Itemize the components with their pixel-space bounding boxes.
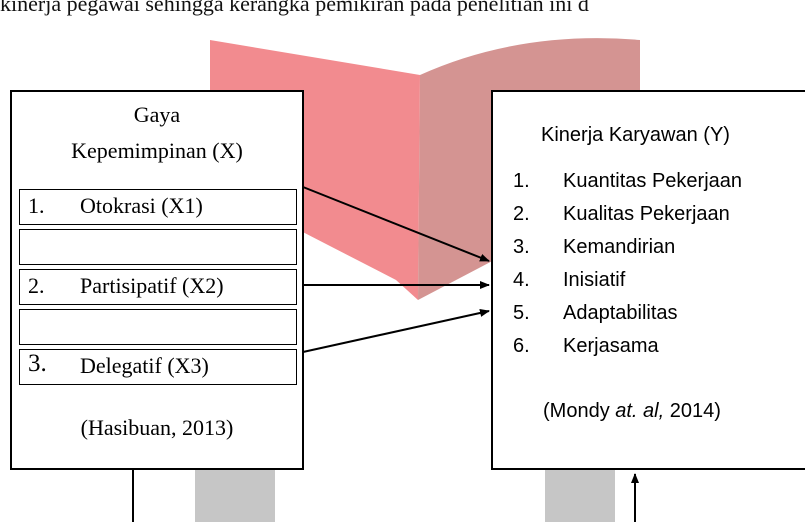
left-item-3: 3. Delegatif (X3) bbox=[19, 349, 297, 385]
watermark-gray-base-left bbox=[195, 470, 275, 522]
left-item-2: 2. Partisipatif (X2) bbox=[19, 269, 297, 305]
right-item-1-label: Kuantitas Pekerjaan bbox=[563, 170, 743, 192]
right-item-3-label: Kemandirian bbox=[563, 236, 676, 258]
left-item-2-number: 2. bbox=[28, 273, 45, 298]
right-item-6-label: Kerjasama bbox=[563, 335, 659, 357]
left-item-3-number: 3. bbox=[28, 350, 47, 377]
left-item-2-label: Partisipatif (X2) bbox=[80, 273, 224, 298]
right-item-1-number: 1. bbox=[513, 170, 530, 192]
right-item-1: 1. Kuantitas Pekerjaan bbox=[513, 170, 742, 193]
left-item-1-label: Otokrasi (X1) bbox=[80, 193, 203, 218]
left-item-1-number: 1. bbox=[28, 193, 45, 218]
right-item-4-label: Inisiatif bbox=[563, 269, 626, 291]
employee-performance-box: Kinerja Karyawan (Y) 1. Kuantitas Pekerja… bbox=[491, 90, 805, 470]
right-item-5: 5. Adaptabilitas bbox=[513, 302, 678, 325]
right-item-2-label: Kualitas Pekerjaan bbox=[563, 203, 730, 225]
right-citation-etal: at. al, bbox=[615, 400, 665, 422]
right-item-3-number: 3. bbox=[513, 236, 530, 258]
left-box-citation: (Hasibuan, 2013) bbox=[80, 415, 234, 440]
left-box-title-line2: Kepemimpinan (X) bbox=[71, 138, 243, 163]
arrow-x1-to-y bbox=[302, 186, 490, 262]
left-item-3-label: Delegatif (X3) bbox=[80, 353, 209, 378]
left-empty-row-1 bbox=[19, 229, 297, 265]
right-item-2-number: 2. bbox=[513, 203, 530, 225]
arrow-x3-to-y bbox=[302, 309, 490, 353]
right-citation-author: (Mondy bbox=[543, 400, 616, 422]
leadership-style-box: Gaya Kepemimpinan (X) 1. Otokrasi (X1) 2… bbox=[10, 90, 304, 470]
right-item-2: 2. Kualitas Pekerjaan bbox=[513, 203, 730, 226]
left-empty-row-2 bbox=[19, 309, 297, 345]
right-item-4-number: 4. bbox=[513, 269, 530, 291]
right-item-4: 4. Inisiatif bbox=[513, 269, 625, 292]
right-item-5-label: Adaptabilitas bbox=[563, 302, 678, 324]
right-box-title: Kinerja Karyawan (Y) bbox=[541, 124, 730, 146]
right-item-5-number: 5. bbox=[513, 302, 530, 324]
right-citation-year: 2014) bbox=[664, 400, 721, 422]
right-item-6-number: 6. bbox=[513, 335, 530, 357]
right-item-3: 3. Kemandirian bbox=[513, 236, 675, 259]
right-box-citation: (Mondy at. al, 2014) bbox=[543, 400, 721, 423]
header-text: kinerja pegawai sehingga kerangka pemiki… bbox=[0, 0, 589, 16]
watermark-gray-base-right bbox=[545, 470, 615, 522]
left-box-title-line1: Gaya bbox=[133, 102, 181, 127]
right-item-6: 6. Kerjasama bbox=[513, 335, 659, 358]
left-item-1: 1. Otokrasi (X1) bbox=[19, 189, 297, 225]
